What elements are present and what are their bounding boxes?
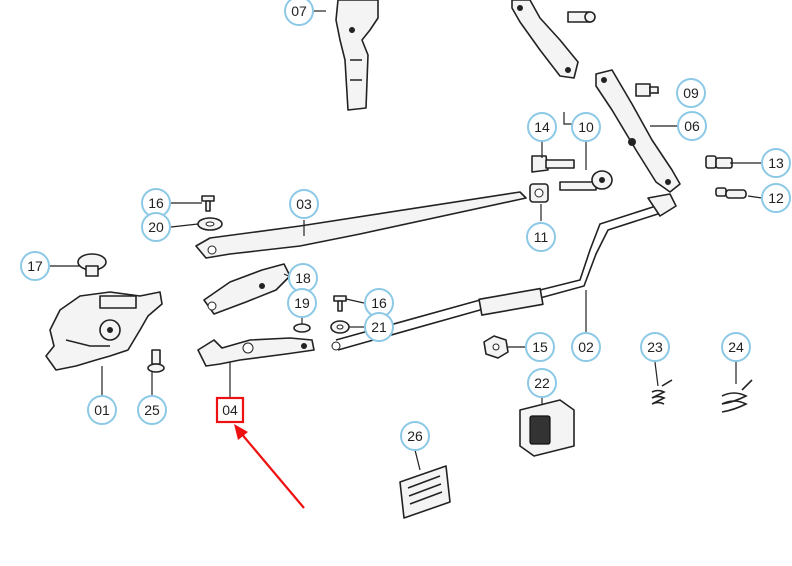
callout-label: 24 [728, 339, 744, 355]
callout-13[interactable]: 13 [761, 148, 791, 178]
part-bolt-14 [531, 155, 575, 173]
callout-20[interactable]: 20 [141, 212, 171, 242]
callout-18[interactable]: 18 [288, 263, 318, 293]
part-nut-21 [330, 320, 350, 334]
callout-24[interactable]: 24 [721, 332, 751, 362]
callout-label: 17 [27, 258, 43, 274]
callout-11[interactable]: 10 [571, 112, 601, 142]
callout-label: 12 [768, 190, 784, 206]
callout-label: 01 [94, 402, 110, 418]
callout-label: 19 [294, 295, 310, 311]
part-spring-24 [721, 379, 753, 413]
callout-label: 23 [647, 339, 663, 355]
callout-23[interactable]: 23 [640, 332, 670, 362]
callout-10[interactable]: 11 [526, 222, 556, 252]
callout-label: 04 [222, 402, 238, 418]
part-knob-17 [77, 253, 107, 277]
callout-03[interactable]: 03 [289, 189, 319, 219]
callout-01[interactable]: 01 [87, 395, 117, 425]
part-label-plate-25 [399, 465, 451, 519]
callout-label: 16 [371, 295, 387, 311]
callout-22[interactable]: 22 [527, 368, 557, 398]
part-latch-assembly [45, 291, 163, 371]
highlight-box [215, 396, 245, 424]
callout-25[interactable]: 26 [400, 421, 430, 451]
callout-16a[interactable]: 16 [141, 188, 171, 218]
part-pin-12 [715, 187, 747, 199]
callout-label: 26 [407, 428, 423, 444]
callout-label: 10 [578, 119, 594, 135]
callout-label: 15 [532, 339, 548, 355]
callout-label: 25 [144, 402, 160, 418]
part-washer-20 [197, 217, 223, 231]
part-top-bracket [511, 0, 596, 79]
callout-12[interactable]: 12 [761, 183, 791, 213]
callout-04-highlighted[interactable]: 04 [215, 396, 245, 424]
part-ball-joint-11 [559, 170, 613, 191]
callout-label: 20 [148, 219, 164, 235]
callout-label: 06 [684, 118, 700, 134]
part-stud-13 [705, 155, 733, 169]
callout-19[interactable]: 19 [287, 288, 317, 318]
callout-14[interactable]: 14 [527, 112, 557, 142]
callout-label: 11 [534, 229, 549, 245]
part-upper-lever [335, 0, 379, 111]
callout-label: 03 [296, 196, 312, 212]
callout-label: 21 [371, 319, 387, 335]
part-nut-15 [483, 335, 509, 359]
callout-26[interactable]: 25 [137, 395, 167, 425]
callout-16b[interactable]: 16 [364, 288, 394, 318]
part-hinge-bracket [595, 69, 681, 193]
leader-lines [50, 10, 763, 471]
callout-21[interactable]: 21 [364, 312, 394, 342]
callout-label: 13 [768, 155, 784, 171]
part-cam-plate-18 [203, 263, 291, 315]
callout-label: 18 [295, 270, 311, 286]
part-screw-16b [333, 295, 347, 312]
part-screw-26 [147, 349, 165, 373]
callout-label: 09 [683, 85, 699, 101]
part-washer-19 [293, 323, 311, 333]
highlight-arrow [234, 424, 305, 509]
part-lever-plate-04[interactable] [197, 337, 315, 367]
part-nut-10 [529, 183, 549, 203]
callout-label: 07 [291, 3, 307, 19]
callout-02[interactable]: 02 [571, 332, 601, 362]
callout-09[interactable]: 09 [676, 78, 706, 108]
callout-07[interactable]: 07 [284, 0, 314, 26]
part-main-rod [331, 193, 677, 351]
callout-label: 22 [534, 375, 550, 391]
callout-15[interactable]: 15 [525, 332, 555, 362]
callout-06[interactable]: 06 [677, 111, 707, 141]
part-switch-22 [519, 399, 575, 457]
part-spring-23 [651, 379, 673, 405]
callout-label: 14 [534, 119, 550, 135]
callout-17[interactable]: 17 [20, 251, 50, 281]
callout-label: 16 [148, 195, 164, 211]
callout-label: 02 [578, 339, 594, 355]
part-screw-16a [201, 195, 215, 212]
part-bolt-09 [635, 83, 659, 97]
part-upper-rod [195, 191, 527, 259]
